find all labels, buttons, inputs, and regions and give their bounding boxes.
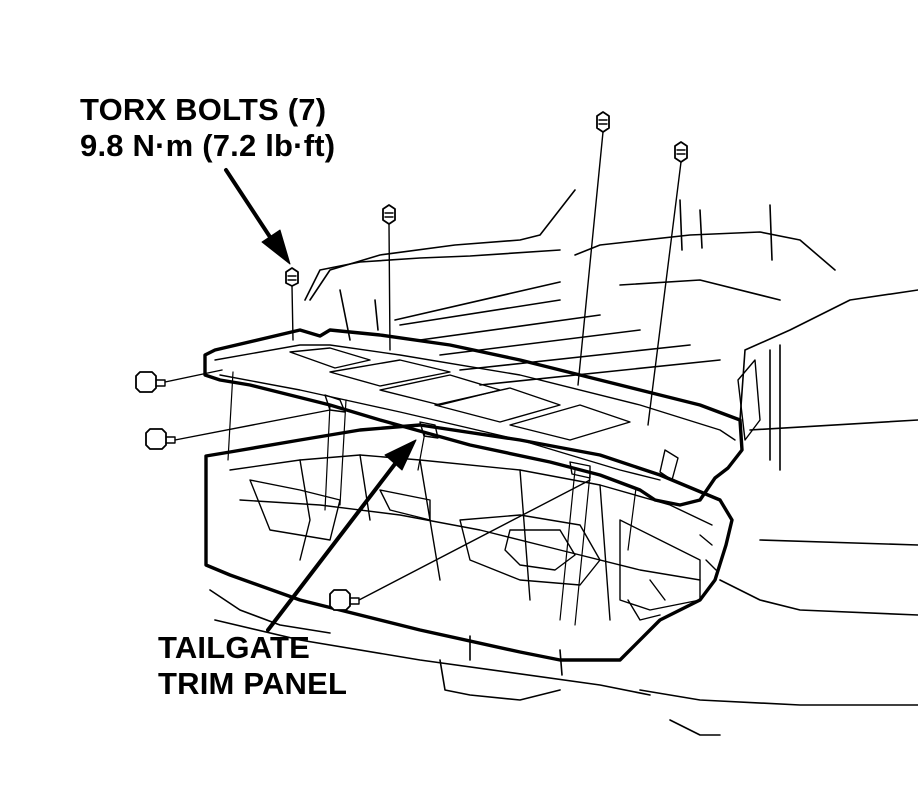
torx-bolt-2 xyxy=(382,204,396,351)
trim-panel-label: TRIM PANEL xyxy=(158,666,348,701)
torx-bolt-1 xyxy=(285,267,299,341)
alignment-lines xyxy=(227,371,637,626)
torx-bolt-3 xyxy=(577,111,610,386)
panel-leader-arrow xyxy=(266,439,417,632)
torx-bolt-4 xyxy=(647,141,688,426)
bolts-leader-arrow xyxy=(224,168,291,265)
torx-bolt-7 xyxy=(329,479,591,611)
torx-bolt-5 xyxy=(135,369,223,393)
tailgate-trim-panel-callout: TAILGATE TRIM PANEL xyxy=(158,630,347,702)
torx-bolts-callout: TORX BOLTS (7) 9.8 N·m (7.2 lb·ft) xyxy=(80,92,335,164)
torx-bolts-label: TORX BOLTS (7) xyxy=(80,92,327,127)
trim-panel xyxy=(203,328,744,507)
truck-body xyxy=(209,189,918,736)
tailgate-label: TAILGATE xyxy=(158,630,310,665)
torque-spec-label: 9.8 N·m (7.2 lb·ft) xyxy=(80,128,336,163)
torx-bolt-6 xyxy=(145,409,331,450)
